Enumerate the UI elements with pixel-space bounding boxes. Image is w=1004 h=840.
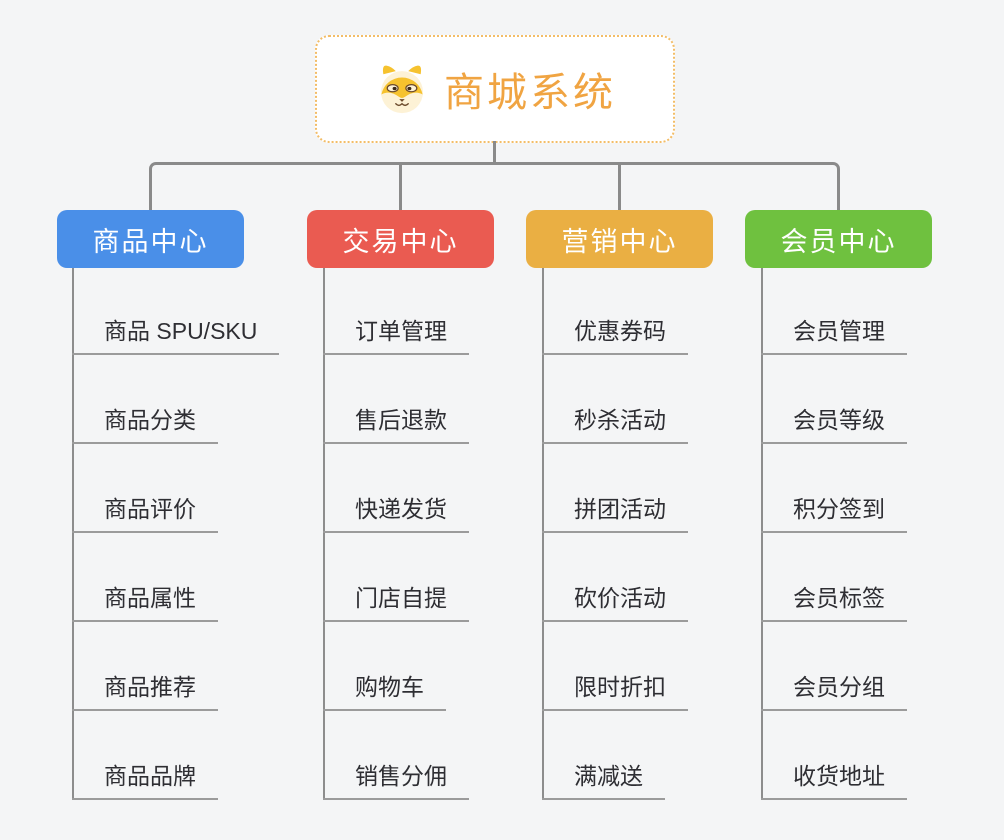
root-node[interactable]: 商城系统 (315, 35, 675, 143)
leaf-label: 商品推荐 (104, 674, 196, 700)
shiba-dog-icon (381, 65, 423, 114)
leaf-label: 购物车 (355, 674, 424, 700)
leaf-node[interactable]: 会员标签 (761, 580, 907, 622)
leaf-label: 订单管理 (355, 318, 447, 344)
leaf-label: 积分签到 (793, 496, 885, 522)
branch-box-member[interactable]: 会员中心 (745, 210, 932, 268)
leaf-label: 会员标签 (793, 585, 885, 611)
branch-label: 交易中心 (342, 226, 459, 257)
branch-box-trade[interactable]: 交易中心 (307, 210, 494, 268)
leaf-label: 商品 SPU/SKU (104, 318, 258, 344)
leaf-label: 售后退款 (355, 407, 447, 433)
leaf-node[interactable]: 优惠券码 (542, 313, 688, 355)
leaf-node[interactable]: 商品品牌 (72, 758, 218, 800)
leaf-label: 满减送 (574, 763, 643, 789)
leaf-node[interactable]: 积分签到 (761, 491, 907, 533)
root-title: 商城系统 (444, 71, 616, 115)
leaf-node[interactable]: 快递发货 (323, 491, 469, 533)
leaf-label: 会员管理 (793, 318, 885, 344)
leaf-label: 商品评价 (104, 496, 196, 522)
connector-bus (149, 162, 840, 210)
leaf-label: 优惠券码 (574, 318, 666, 344)
leaf-node[interactable]: 门店自提 (323, 580, 469, 622)
leaf-node[interactable]: 会员分组 (761, 669, 907, 711)
leaf-node[interactable]: 收货地址 (761, 758, 907, 800)
leaf-node[interactable]: 会员管理 (761, 313, 907, 355)
leaf-node[interactable]: 会员等级 (761, 402, 907, 444)
leaf-column-member: 会员管理 会员等级 积分签到 会员标签 会员分组 收货地址 (761, 268, 1001, 808)
leaf-label: 销售分佣 (355, 763, 447, 789)
branch-label: 营销中心 (561, 226, 678, 257)
leaf-label: 收货地址 (793, 763, 885, 789)
leaf-label: 门店自提 (355, 585, 447, 611)
leaf-label: 砍价活动 (574, 585, 666, 611)
trunk-line (542, 268, 544, 800)
leaf-node[interactable]: 秒杀活动 (542, 402, 688, 444)
leaf-node[interactable]: 满减送 (542, 758, 665, 800)
leaf-label: 商品属性 (104, 585, 196, 611)
connector-drop-trade (399, 165, 402, 210)
branch-label: 商品中心 (92, 226, 209, 257)
leaf-node[interactable]: 购物车 (323, 669, 446, 711)
trunk-line (323, 268, 325, 800)
leaf-node[interactable]: 售后退款 (323, 402, 469, 444)
connector-drop-marketing (618, 165, 621, 210)
leaf-column-trade: 订单管理 售后退款 快递发货 门店自提 购物车 销售分佣 (323, 268, 563, 808)
leaf-node[interactable]: 商品分类 (72, 402, 218, 444)
leaf-label: 限时折扣 (574, 674, 666, 700)
leaf-label: 快递发货 (355, 496, 447, 522)
trunk-line (761, 268, 763, 800)
leaf-node[interactable]: 商品推荐 (72, 669, 218, 711)
branch-box-marketing[interactable]: 营销中心 (526, 210, 713, 268)
leaf-label: 会员分组 (793, 674, 885, 700)
branch-box-product[interactable]: 商品中心 (57, 210, 244, 268)
trunk-line (72, 268, 74, 800)
leaf-label: 商品分类 (104, 407, 196, 433)
leaf-node[interactable]: 商品评价 (72, 491, 218, 533)
leaf-label: 商品品牌 (104, 763, 196, 789)
leaf-node[interactable]: 限时折扣 (542, 669, 688, 711)
leaf-node[interactable]: 砍价活动 (542, 580, 688, 622)
leaf-label: 秒杀活动 (574, 407, 666, 433)
branch-label: 会员中心 (780, 226, 897, 257)
leaf-column-product: 商品 SPU/SKU 商品分类 商品评价 商品属性 商品推荐 商品品牌 (72, 268, 312, 808)
leaf-node[interactable]: 商品属性 (72, 580, 218, 622)
leaf-node[interactable]: 订单管理 (323, 313, 469, 355)
leaf-node[interactable]: 销售分佣 (323, 758, 469, 800)
root-connector-stub (493, 141, 496, 164)
leaf-label: 拼团活动 (574, 496, 666, 522)
leaf-column-marketing: 优惠券码 秒杀活动 拼团活动 砍价活动 限时折扣 满减送 (542, 268, 782, 808)
leaf-node[interactable]: 拼团活动 (542, 491, 688, 533)
leaf-node[interactable]: 商品 SPU/SKU (72, 313, 280, 355)
leaf-label: 会员等级 (793, 407, 885, 433)
